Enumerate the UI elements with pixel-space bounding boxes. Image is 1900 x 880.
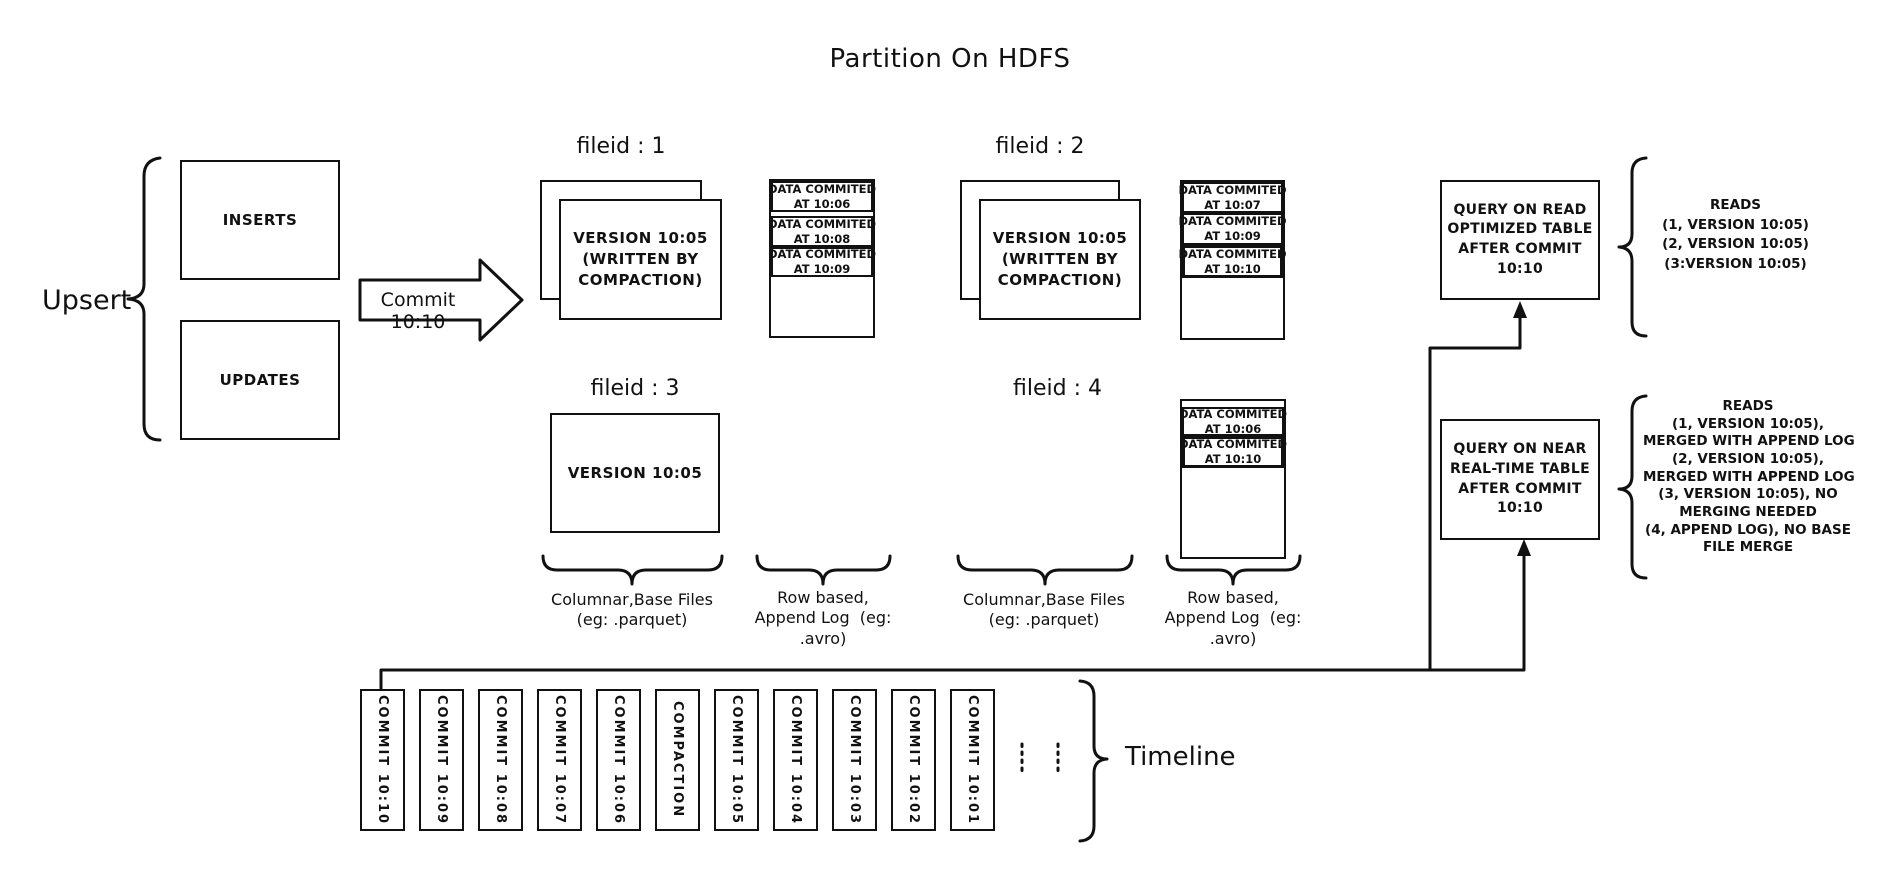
rowlog-brace-group2: [1165, 554, 1302, 586]
timeline-compaction-box: COMPACTION: [655, 689, 700, 831]
fileid-2-label: fileid : 2: [995, 134, 1085, 159]
rowlog-brace-group1: [755, 554, 892, 586]
reads-brace-near-real-time: [1617, 394, 1648, 580]
log-entry: DATA COMMITED AT 10:06: [767, 181, 877, 212]
updates-label: UPDATES: [219, 370, 301, 389]
reads-read-optimized-text: READS (1, VERSION 10:05) (2, VERSION 10:…: [1662, 197, 1809, 272]
fileid-3-label: fileid : 3: [590, 376, 680, 401]
timeline-commit-box: COMMIT 10:02: [891, 689, 936, 831]
timeline-commit-label: COMMIT 10:02: [906, 694, 921, 826]
fileid-4-label: fileid : 4: [1013, 376, 1102, 401]
fileid-3-base-label: VERSION 10:05: [567, 463, 703, 482]
fileid-2-base-label: VERSION 10:05 (WRITTEN BY COMPACTION): [992, 229, 1128, 289]
timeline-compaction-label: COMPACTION: [670, 701, 685, 819]
fileid-1-base-box: VERSION 10:05 (WRITTEN BY COMPACTION): [559, 199, 722, 320]
timeline-commit-box: COMMIT 10:06: [596, 689, 641, 831]
fileid-1-label: fileid : 1: [576, 134, 666, 159]
log-entry: DATA COMMITED AT 10:09: [1178, 213, 1287, 245]
inserts-box: INSERTS: [180, 160, 340, 280]
columnar-brace-group1: [541, 554, 724, 586]
query-read-optimized-label: QUERY ON READ OPTIMIZED TABLE AFTER COMM…: [1447, 201, 1593, 277]
timeline-brace: [1078, 679, 1109, 843]
query-near-real-time-box: QUERY ON NEAR REAL-TIME TABLE AFTER COMM…: [1440, 419, 1600, 540]
arrowhead-read-optimized: [1513, 301, 1527, 318]
columnar-base-files-label-group2: Columnar,Base Files (eg: .parquet): [963, 590, 1125, 630]
timeline-commit-label: COMMIT 10:08: [493, 694, 508, 826]
timeline-label: Timeline: [1125, 742, 1236, 772]
timeline-commit-box: COMMIT 10:04: [773, 689, 818, 831]
timeline-commit-box: COMMIT 10:07: [537, 689, 582, 831]
columnar-brace-group2: [956, 554, 1134, 586]
fileid-3-base-box: VERSION 10:05: [550, 413, 720, 533]
inserts-label: INSERTS: [222, 210, 298, 229]
log-entry-latest: DATA COMMITED AT 10:10: [1178, 436, 1288, 468]
timeline-commit-label: COMMIT 10:03: [847, 694, 862, 826]
timeline-commit-box: COMMIT 10:05: [714, 689, 759, 831]
timeline-commit-box: COMMIT 10:03: [832, 689, 877, 831]
timeline-commit-box: COMMIT 10:09: [419, 689, 464, 831]
fileid-2-log-box: DATA COMMITED AT 10:07 DATA COMMITED AT …: [1178, 180, 1287, 340]
columnar-base-files-label-group1: Columnar,Base Files (eg: .parquet): [551, 590, 713, 630]
upsert-brace: [126, 156, 162, 442]
row-based-append-log-label-group2: Row based, Append Log (eg: .avro): [1164, 588, 1302, 648]
upsert-label: Upsert: [42, 285, 132, 316]
timeline-commit-label: COMMIT 10:09: [434, 694, 449, 826]
log-entry: DATA COMMITED AT 10:08: [767, 216, 877, 247]
timeline-commit-label: COMMIT 10:07: [552, 694, 567, 826]
read-optimized-connector-line: [1428, 315, 1522, 672]
timeline-commit-label: COMMIT 10:01: [965, 694, 980, 826]
log-entry: DATA COMMITED AT 10:07: [1178, 182, 1287, 213]
updates-box: UPDATES: [180, 320, 340, 440]
commit-arrow-label: Commit 10:10: [380, 289, 456, 333]
timeline-connector-line: [379, 553, 1526, 691]
fileid-1-base-label: VERSION 10:05 (WRITTEN BY COMPACTION): [573, 229, 708, 289]
timeline-commit-box: COMMIT 10:10: [360, 689, 405, 831]
reads-near-real-time-text: READS (1, VERSION 10:05), MERGED WITH AP…: [1643, 398, 1855, 556]
row-based-append-log-label-group1: Row based, Append Log (eg: .avro): [754, 588, 892, 648]
query-near-real-time-label: QUERY ON NEAR REAL-TIME TABLE AFTER COMM…: [1450, 441, 1590, 517]
timeline-commit-label: COMMIT 10:06: [611, 694, 626, 826]
fileid-4-log-box: DATA COMMITED AT 10:06 DATA COMMITED AT …: [1178, 399, 1288, 559]
fileid-2-base-box: VERSION 10:05 (WRITTEN BY COMPACTION): [979, 199, 1141, 320]
diagram-title: Partition On HDFS: [829, 44, 1071, 74]
log-entry: DATA COMMITED AT 10:09: [767, 247, 877, 277]
log-entry-latest: DATA COMMITED AT 10:10: [1178, 245, 1287, 278]
log-entry: DATA COMMITED AT 10:06: [1178, 406, 1288, 436]
timeline-commit-box: COMMIT 10:01: [950, 689, 995, 831]
reads-brace-read-optimized: [1617, 156, 1648, 338]
commit-arrow-shape: [358, 258, 524, 342]
fileid-1-log-box: DATA COMMITED AT 10:06 DATA COMMITED AT …: [767, 179, 877, 338]
arrowhead-near-real-time: [1517, 539, 1531, 556]
timeline-commit-box: COMMIT 10:08: [478, 689, 523, 831]
timeline-commit-label: COMMIT 10:04: [788, 694, 803, 826]
timeline-commit-label: COMMIT 10:10: [375, 694, 390, 826]
query-read-optimized-box: QUERY ON READ OPTIMIZED TABLE AFTER COMM…: [1440, 180, 1600, 300]
timeline-commit-label: COMMIT 10:05: [729, 694, 744, 826]
